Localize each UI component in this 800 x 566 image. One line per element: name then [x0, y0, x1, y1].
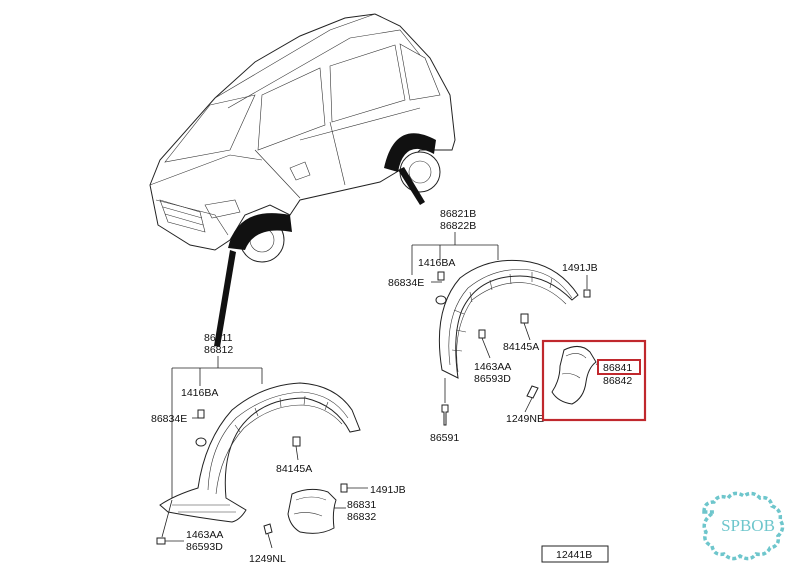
rear-screw-top-icon — [583, 289, 591, 298]
rear-fastener-label-1: 1463AA — [474, 361, 511, 373]
front-clip-label: 1416BA — [181, 387, 218, 399]
rear-mudguard-label-1: 86841 — [603, 362, 632, 374]
front-fastener-label-1: 1463AA — [186, 529, 223, 541]
front-screw-top-label: 1491JB — [370, 484, 406, 496]
front-washer-label: 86834E — [151, 413, 187, 425]
front-mudguard-label-2: 86832 — [347, 511, 376, 523]
washer-icon — [435, 295, 447, 305]
vehicle-illustration — [149, 13, 456, 347]
highlight-frame — [541, 339, 647, 422]
front-clip-icon — [197, 409, 205, 419]
highlighted-mudguard-group: 86841 86842 — [541, 339, 647, 422]
clip-icon — [437, 271, 445, 281]
reference-code: 12441B — [556, 549, 592, 561]
front-liner-group: 86811 86812 1416BA 86834E 84145A 1491JB … — [151, 332, 406, 565]
watermark-text: SPBOB — [721, 516, 775, 535]
rear-bolt-label: 86591 — [430, 432, 459, 444]
rear-mudguard-label-2: 86842 — [603, 375, 632, 387]
mudguard-label-frame — [597, 359, 641, 375]
front-washer-icon — [195, 437, 207, 447]
front-mudguard-label-1: 86831 — [347, 499, 376, 511]
rear-nut-label: 84145A — [503, 341, 539, 353]
rear-clip-label: 1416BA — [418, 257, 455, 269]
rear-mudguard — [551, 346, 597, 405]
front-liner-label-2: 86812 — [204, 344, 233, 356]
front-nut-label: 84145A — [276, 463, 312, 475]
front-liner-label-1: 86811 — [204, 332, 233, 344]
rear-washer-label: 86834E — [388, 277, 424, 289]
front-screw-top-icon — [340, 483, 348, 493]
front-wheel-liner — [159, 382, 361, 523]
badge-frame — [702, 491, 785, 561]
rear-wheel-liner — [438, 259, 579, 379]
rear-screw-icon — [526, 385, 539, 399]
front-fastener-icon — [156, 537, 166, 545]
rear-liner-group: 86821B 86822B 1416BA 86834E 84145A 1463A… — [388, 208, 598, 444]
rear-fastener-label-2: 86593D — [474, 373, 511, 385]
reference-box: 12441B — [541, 545, 609, 563]
bolt-icon — [441, 404, 449, 426]
spbob-watermark: SPBOB — [702, 491, 785, 561]
front-nut-icon — [292, 436, 301, 447]
rear-nut-icon — [520, 313, 529, 324]
front-mudguard — [287, 488, 337, 534]
rear-fastener-icon — [478, 329, 486, 339]
rear-screw-top-label: 1491JB — [562, 262, 598, 274]
front-screw-icon — [263, 523, 273, 535]
rear-liner-label-1: 86821B — [440, 208, 476, 220]
front-fastener-label-2: 86593D — [186, 541, 223, 553]
front-screw-label: 1249NL — [249, 553, 286, 565]
rear-liner-label-2: 86822B — [440, 220, 476, 232]
rear-screw-label: 1249NE — [506, 413, 544, 425]
